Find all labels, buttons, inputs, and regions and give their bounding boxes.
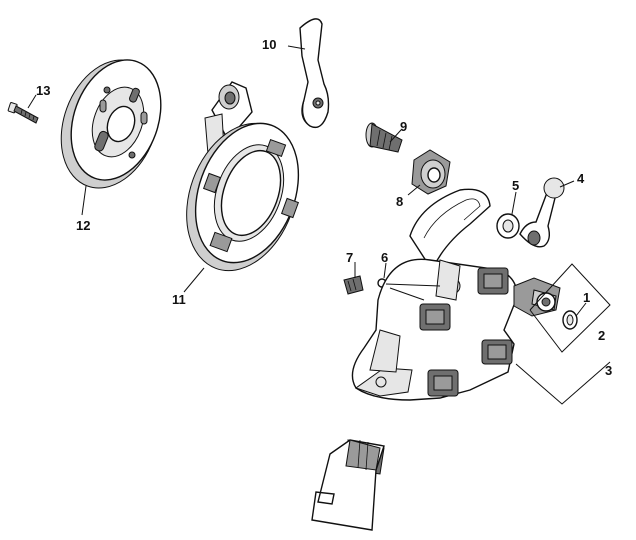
part-label-3: 3	[605, 363, 612, 378]
part-7-set-screw	[343, 275, 364, 295]
leader-lines	[27, 45, 611, 405]
part-label-9: 9	[400, 119, 407, 134]
part-4-handle	[519, 177, 565, 248]
part-1-ring	[562, 310, 578, 330]
part-label-4: 4	[577, 171, 585, 186]
part-label-6: 6	[381, 250, 388, 265]
part-label-7: 7	[346, 250, 353, 265]
part-label-11: 11	[172, 292, 186, 307]
part-label-8: 8	[396, 194, 403, 209]
part-5-washer	[496, 213, 520, 239]
part-label-13: 13	[36, 83, 50, 98]
part-label-5: 5	[512, 178, 519, 193]
part-label-10: 10	[262, 37, 276, 52]
part-10-lever	[299, 18, 330, 129]
part-label-1: 1	[583, 290, 590, 305]
part-3-main-body	[351, 188, 518, 401]
part-9-bolt	[365, 122, 403, 153]
part-13-screw	[7, 102, 39, 124]
lower-block-part	[311, 439, 385, 531]
part-8-bushing	[411, 149, 451, 195]
part-11-bracket	[186, 81, 300, 272]
part-label-2: 2	[598, 328, 605, 343]
part-2-nut	[513, 277, 561, 317]
part-label-12: 12	[76, 218, 90, 233]
part-12-backing-plate	[60, 59, 162, 189]
part-labels: 10 13 9 8 5 4 12 11 7 6 1 2 3	[36, 37, 612, 378]
